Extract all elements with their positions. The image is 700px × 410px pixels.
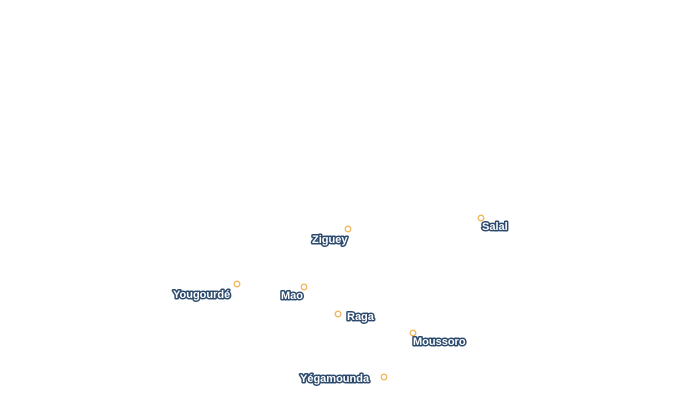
place-mao[interactable]: Mao xyxy=(280,283,308,304)
place-marker[interactable] xyxy=(409,329,417,337)
place-label: Yégamounda xyxy=(300,373,370,385)
place-label: Mao xyxy=(281,290,303,302)
place-moussoro[interactable]: Moussoro xyxy=(409,329,467,350)
place-marker[interactable] xyxy=(334,310,342,318)
place-raga[interactable]: Raga xyxy=(334,310,376,325)
place-ziguey[interactable]: Ziguey xyxy=(311,225,352,248)
place-label: Raga xyxy=(347,311,375,323)
place-marker[interactable] xyxy=(477,214,485,222)
place-label: Moussoro xyxy=(413,336,466,348)
place-marker[interactable] xyxy=(344,225,352,233)
place-marker[interactable] xyxy=(380,373,388,381)
place-label: Ziguey xyxy=(312,234,348,246)
place-marker[interactable] xyxy=(300,283,308,291)
place-marker[interactable] xyxy=(233,280,241,288)
place-label: Yougourdé xyxy=(173,289,230,301)
place-yegamounda[interactable]: Yégamounda xyxy=(299,372,388,387)
place-yougourde[interactable]: Yougourdé xyxy=(172,280,241,303)
place-label: Salal xyxy=(482,221,508,233)
place-salal[interactable]: Salal xyxy=(477,214,509,235)
